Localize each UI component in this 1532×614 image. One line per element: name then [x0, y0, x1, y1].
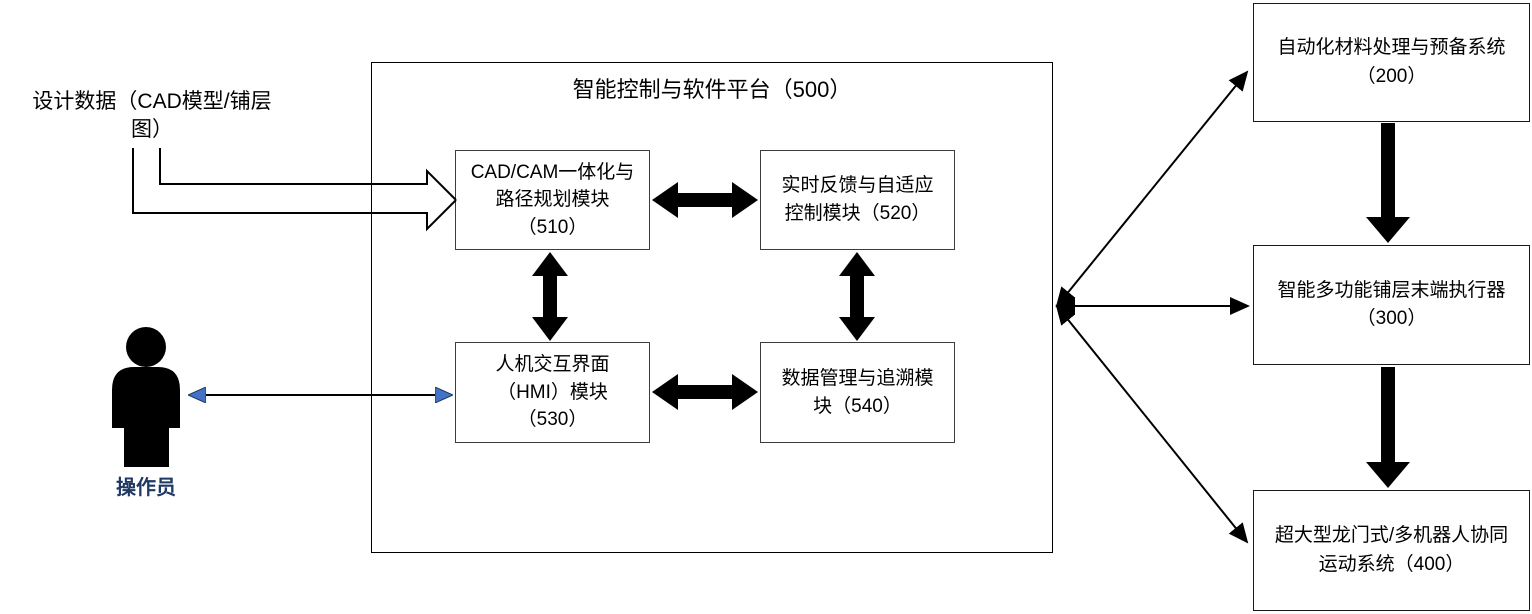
module-520-label: 实时反馈与自适应 控制模块（520）: [781, 175, 934, 224]
operator-icon: [112, 327, 180, 467]
system-400-label: 超大型龙门式/多机器人协同 运动系统（400）: [1274, 525, 1509, 575]
system-200-box: 自动化材料处理与预备系统 （200）: [1253, 3, 1530, 122]
system-300-box: 智能多功能铺层末端执行器 （300）: [1253, 245, 1530, 365]
arrow-200-300: [1366, 123, 1410, 243]
arrow-300-400: [1366, 367, 1410, 488]
operator-label: 操作员: [116, 477, 176, 499]
arrow-platform-200: [1055, 70, 1249, 308]
module-530-label: 人机交互界面 （HMI）模块 （530）: [495, 354, 610, 431]
system-400-box: 超大型龙门式/多机器人协同 运动系统（400）: [1253, 490, 1530, 611]
system-200-label: 自动化材料处理与预备系统 （200）: [1277, 37, 1506, 87]
module-520-box: 实时反馈与自适应 控制模块（520）: [760, 150, 955, 250]
platform-500-title: 智能控制与软件平台（500）: [572, 77, 852, 102]
module-530-box: 人机交互界面 （HMI）模块 （530）: [455, 342, 650, 443]
module-540-label: 数据管理与追溯模 块（540）: [781, 367, 934, 417]
system-300-label: 智能多功能铺层末端执行器 （300）: [1277, 279, 1506, 330]
arrow-platform-400: [1055, 304, 1249, 544]
module-510-box: CAD/CAM一体化与 路径规划模块 （510）: [455, 150, 650, 250]
module-540-box: 数据管理与追溯模 块（540）: [760, 342, 955, 443]
platform-500-container: [371, 62, 1053, 553]
design-data-label: 设计数据（CAD模型/铺层 图）: [32, 90, 272, 142]
module-510-label: CAD/CAM一体化与 路径规划模块 （510）: [470, 161, 635, 238]
